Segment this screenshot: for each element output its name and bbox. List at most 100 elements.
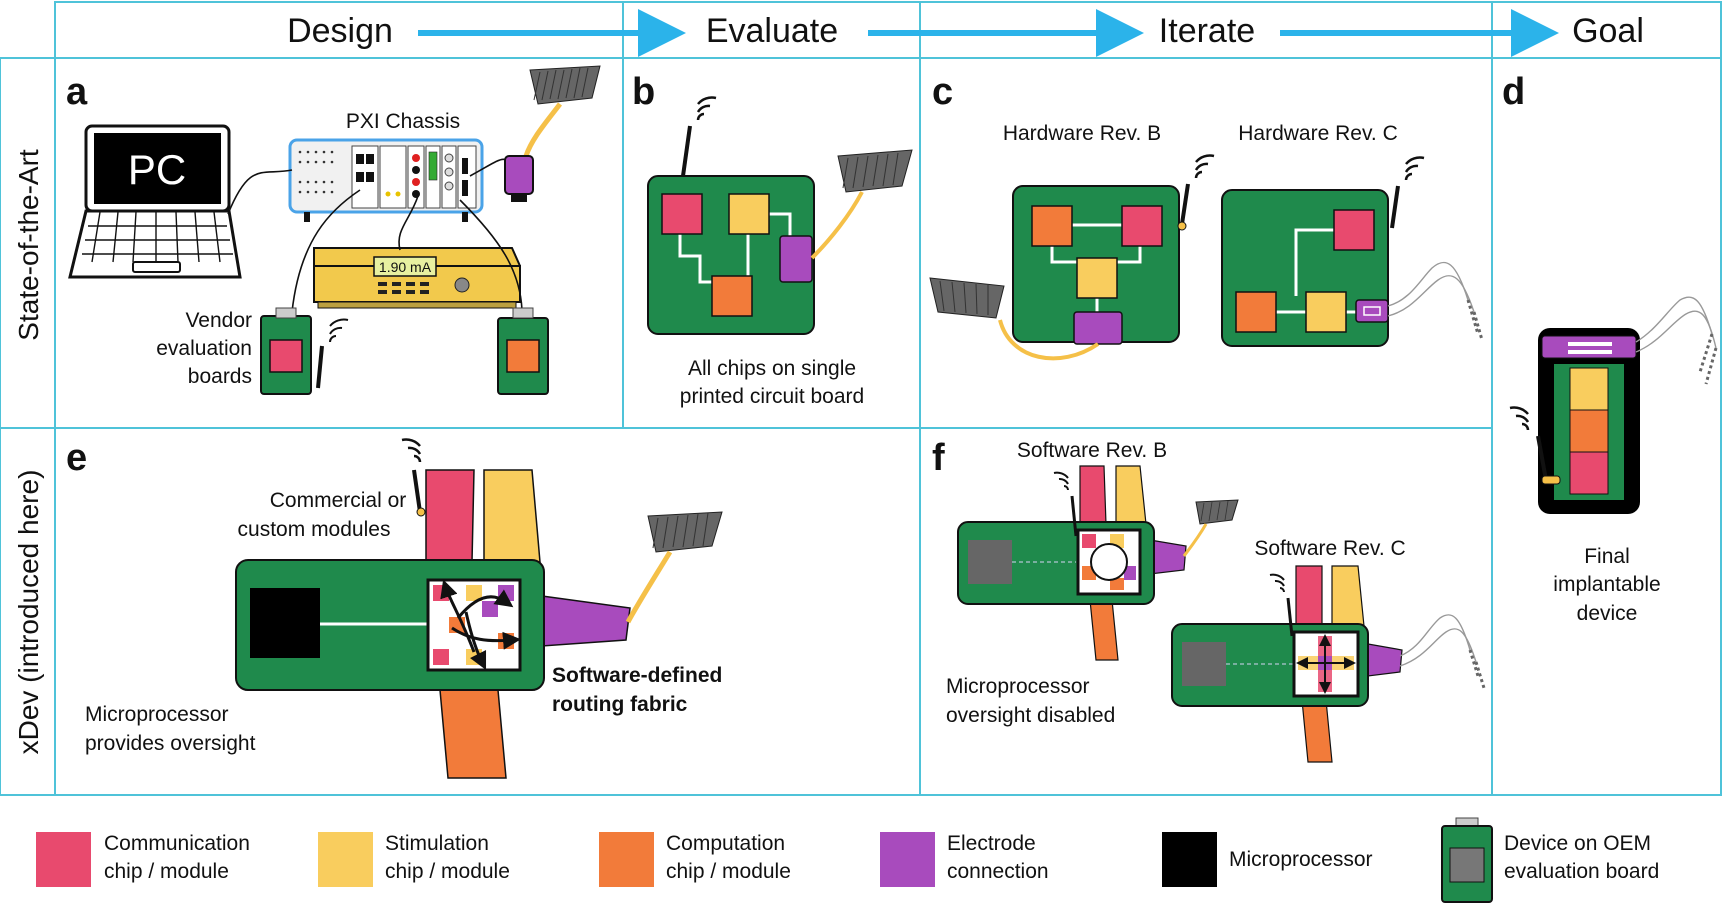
depth-electrode-icon	[1635, 296, 1718, 385]
routing-fabric	[426, 578, 522, 672]
communication-chip	[661, 193, 703, 235]
panel-letter-a: a	[66, 71, 88, 113]
panel-e: e Commercial or custom modules	[66, 437, 723, 779]
pxi-chassis-label: PXI Chassis	[346, 110, 460, 133]
legend-swatch-communication	[36, 832, 91, 887]
wireless-icon	[696, 96, 717, 121]
stimulation-module	[483, 469, 541, 563]
column-headers: Design Evaluate Iterate Goal	[287, 9, 1644, 57]
panel-letter-b: b	[632, 71, 655, 113]
implantable-device	[1509, 328, 1640, 514]
header-design: Design	[287, 12, 393, 50]
vendor-board-communication	[260, 307, 349, 395]
hardware-rev-c-board	[1221, 156, 1425, 347]
legend-label-stimulation-1: Stimulation	[385, 832, 489, 855]
electrode-connector	[779, 235, 813, 283]
oversight-disabled-label-2: oversight disabled	[946, 704, 1115, 727]
legend-swatch-electrode	[880, 832, 935, 887]
hardware-rev-c-label: Hardware Rev. C	[1238, 122, 1398, 145]
microprocessor-oversight-label-2: provides oversight	[85, 732, 256, 755]
panel-letter-d: d	[1502, 71, 1525, 113]
header-goal: Goal	[1572, 12, 1644, 50]
legend-item-stimulation: Stimulation chip / module	[318, 832, 510, 887]
legend-label-electrode-2: connection	[947, 860, 1049, 883]
legend-item-computation: Computation chip / module	[599, 832, 791, 887]
current-source-meter: 1.90 mA	[313, 247, 521, 309]
electrode-array-icon	[1182, 499, 1239, 557]
hardware-rev-b-label: Hardware Rev. B	[1003, 122, 1161, 145]
grid-lines	[0, 1, 1722, 796]
xdev-board	[235, 559, 545, 691]
legend-item-oem-board: Device on OEM evaluation board	[1441, 817, 1659, 903]
panel-f: f Software Rev. B Software Rev. C	[932, 437, 1486, 763]
communication-module	[425, 469, 475, 563]
vendor-label-2: evaluation	[156, 337, 252, 360]
header-evaluate: Evaluate	[706, 12, 838, 50]
legend-label-communication-2: chip / module	[104, 860, 229, 883]
legend-label-stimulation-2: chip / module	[385, 860, 510, 883]
electrode-array-icon	[810, 149, 913, 260]
wireless-icon	[401, 438, 422, 463]
legend-label-electrode-1: Electrode	[947, 832, 1036, 855]
software-rev-b-label: Software Rev. B	[1017, 439, 1167, 462]
legend-swatch-computation	[599, 832, 654, 887]
panel-letter-e: e	[66, 437, 87, 479]
panel-b-caption-1: All chips on single	[688, 357, 856, 380]
electrode-array-icon	[929, 277, 1100, 361]
panel-b: b All chips on single printed circuit bo…	[632, 71, 913, 408]
depth-electrode-icon	[1387, 261, 1484, 341]
legend-label-oem-board-1: Device on OEM	[1504, 832, 1651, 855]
computation-chip	[711, 275, 753, 317]
panel-d-caption-2: implantable	[1553, 573, 1660, 596]
panel-c: c Hardware Rev. B Hardware Rev. C	[929, 71, 1484, 361]
modules-label-2: custom modules	[238, 518, 391, 541]
electrode-module	[541, 595, 631, 647]
legend-label-computation-1: Computation	[666, 832, 785, 855]
legend-label-microprocessor: Microprocessor	[1229, 848, 1373, 871]
microprocessor-oversight-label-1: Microprocessor	[85, 703, 229, 726]
meter-reading: 1.90 mA	[379, 259, 432, 275]
legend-swatch-stimulation	[318, 832, 373, 887]
legend-label-oem-board-2: evaluation board	[1504, 860, 1659, 883]
panel-letter-c: c	[932, 71, 953, 113]
header-iterate: Iterate	[1159, 12, 1255, 50]
laptop-pc: PC	[68, 124, 242, 279]
panel-d: d Final implantable device	[1502, 71, 1718, 625]
software-rev-c-board	[1171, 565, 1403, 763]
panel-d-caption-1: Final	[1584, 545, 1630, 568]
pc-label: PC	[128, 146, 186, 193]
electrode-array-icon	[625, 511, 723, 624]
panel-letter-f: f	[932, 437, 945, 479]
antenna	[681, 125, 692, 177]
panel-d-caption-3: device	[1577, 602, 1638, 625]
software-rev-c-label: Software Rev. C	[1254, 537, 1405, 560]
vendor-label-3: boards	[188, 365, 252, 388]
microprocessor-chip	[250, 588, 320, 658]
software-rev-b-board	[957, 465, 1187, 661]
oversight-disabled-label-1: Microprocessor	[946, 675, 1090, 698]
routing-fabric-label-1: Software-defined	[552, 664, 722, 687]
row-label-state-of-the-art: State-of-the-Art	[13, 149, 44, 341]
depth-electrode-icon	[1399, 614, 1486, 689]
vendor-label-1: Vendor	[185, 309, 252, 332]
vendor-board-computation	[497, 307, 549, 395]
panel-b-caption-2: printed circuit board	[680, 385, 864, 408]
pxi-chassis	[288, 138, 484, 222]
routing-fabric-label-2: routing fabric	[552, 693, 688, 716]
computation-module	[439, 689, 507, 779]
legend-swatch-microprocessor	[1162, 832, 1217, 887]
legend-item-communication: Communication chip / module	[36, 832, 250, 887]
oem-board-chip	[1449, 847, 1485, 883]
legend-item-electrode: Electrode connection	[880, 832, 1049, 887]
legend-item-microprocessor: Microprocessor	[1162, 832, 1373, 887]
legend-label-computation-2: chip / module	[666, 860, 791, 883]
legend: Communication chip / module Stimulation …	[36, 817, 1659, 903]
stimulation-chip	[728, 193, 770, 235]
electrode-array-icon	[504, 65, 601, 202]
row-label-xdev: xDev (introduced here)	[13, 470, 44, 755]
panel-a: a PC PXI Chassis	[66, 65, 601, 395]
hardware-rev-b-board	[1012, 154, 1215, 345]
legend-label-communication-1: Communication	[104, 832, 250, 855]
modules-label-1: Commercial or	[270, 489, 407, 512]
